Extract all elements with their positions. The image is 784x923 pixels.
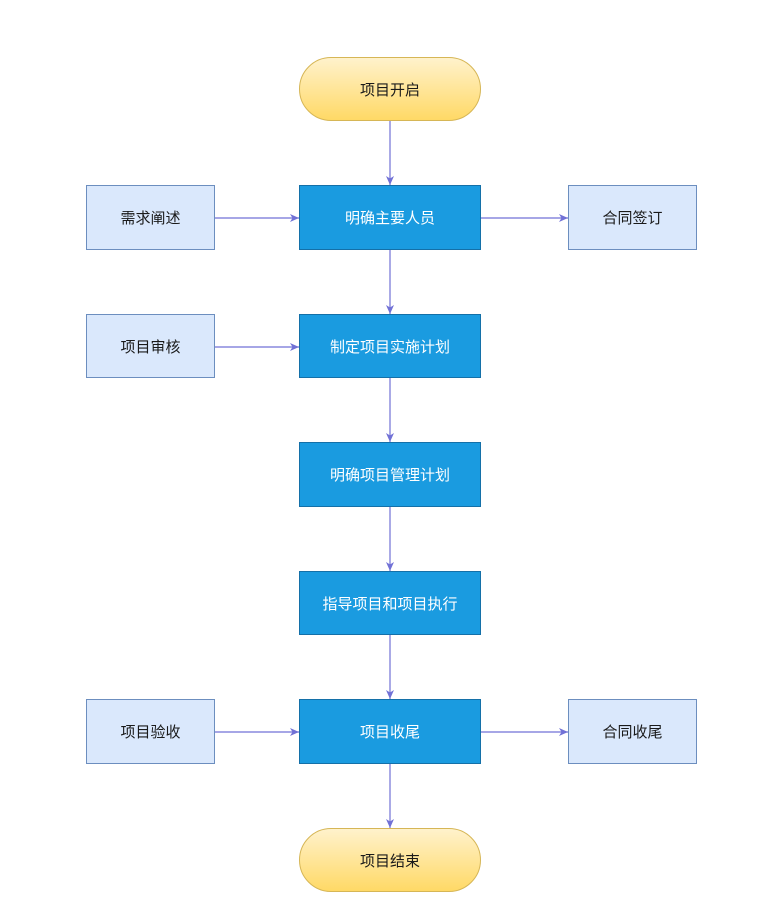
node-guide-and-execute: 指导项目和项目执行	[299, 571, 481, 635]
node-management-plan: 明确项目管理计划	[299, 442, 481, 507]
node-project-acceptance: 项目验收	[86, 699, 215, 764]
node-end: 项目结束	[299, 828, 481, 892]
node-contract-signing: 合同签订	[568, 185, 697, 250]
node-contract-closing: 合同收尾	[568, 699, 697, 764]
node-implementation-plan: 制定项目实施计划	[299, 314, 481, 378]
node-identify-key-personnel: 明确主要人员	[299, 185, 481, 250]
node-requirements-explanation: 需求阐述	[86, 185, 215, 250]
node-project-closing: 项目收尾	[299, 699, 481, 764]
node-start: 项目开启	[299, 57, 481, 121]
node-project-review: 项目审核	[86, 314, 215, 378]
